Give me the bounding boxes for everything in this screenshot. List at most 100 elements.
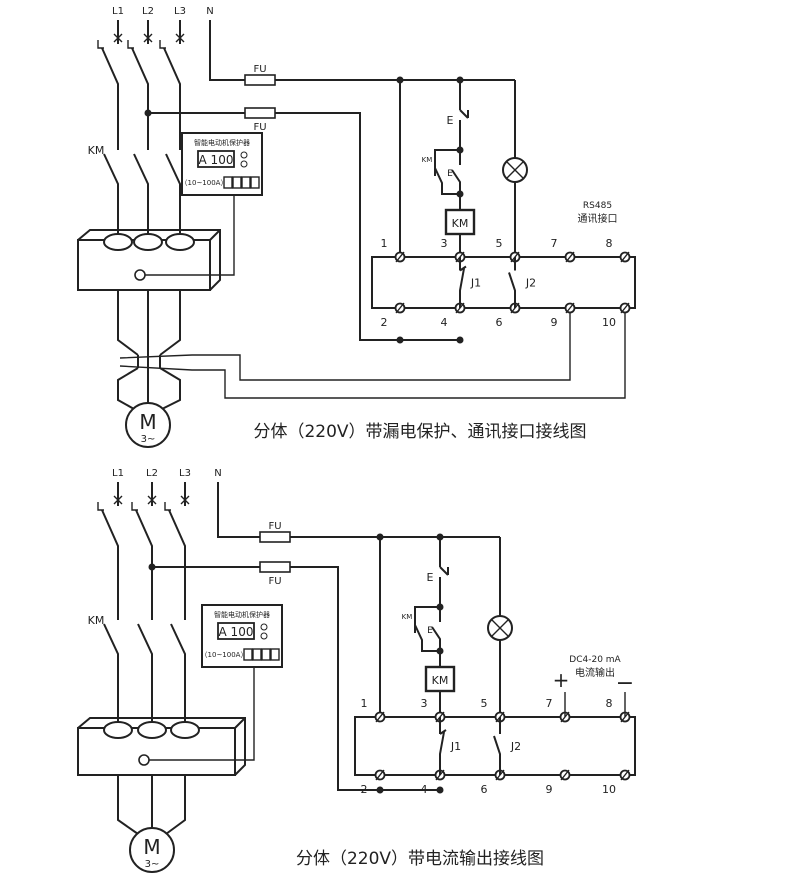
terminal-label-2: 2 — [361, 783, 368, 796]
terminal-slash — [620, 302, 630, 314]
interface-label: DC4-20 mA — [569, 655, 621, 665]
fuse-1 — [244, 74, 276, 86]
stop-button-e — [439, 537, 449, 607]
isolator-x-mark — [147, 495, 157, 505]
plus-sign: + — [553, 668, 570, 692]
km-main-contact — [165, 153, 181, 234]
motor-lead — [117, 775, 186, 835]
minus-sign: − — [616, 671, 634, 696]
relay-j2-label: J2 — [525, 277, 536, 290]
protector-display — [197, 150, 235, 168]
motor-lead — [117, 355, 181, 410]
ct-window — [170, 721, 200, 739]
relay-j2-contact — [493, 717, 501, 775]
terminal-slash — [375, 711, 385, 723]
terminal-label-4: 4 — [421, 783, 428, 796]
isolator-blade — [101, 47, 119, 150]
motor-label: M — [143, 835, 160, 859]
terminal-label-1: 1 — [381, 237, 388, 250]
start-button-label: E — [447, 169, 453, 179]
terminal-label-3: 3 — [421, 697, 428, 710]
isolator-x-mark — [180, 495, 190, 505]
junction-dot — [436, 786, 444, 794]
protector-display-value: A 100 — [219, 625, 254, 639]
relay-j1-label: J1 — [470, 277, 481, 290]
terminal-label-6: 6 — [481, 783, 488, 796]
relay-j1-label: J1 — [450, 740, 461, 753]
fuse-2-label: FU — [268, 576, 281, 587]
protector-key — [252, 648, 262, 661]
ct-window — [133, 233, 163, 251]
isolator-hook — [164, 502, 171, 511]
fuse-1-label: FU — [253, 64, 266, 75]
fuse-2 — [244, 107, 276, 119]
motor-label: M — [139, 410, 156, 434]
indicator-led — [260, 623, 268, 631]
terminal-label-1: 1 — [361, 697, 368, 710]
neutral-label: N — [214, 468, 221, 479]
lamp-cross — [506, 161, 524, 179]
isolator-blade — [131, 47, 149, 150]
km-coil — [444, 208, 476, 236]
stop-button-e — [459, 80, 469, 150]
indicator-led — [240, 160, 248, 168]
terminal-label-8: 8 — [606, 237, 613, 250]
protector-key — [241, 176, 251, 189]
protector-key — [250, 176, 260, 189]
protector-name: 智能电动机保护器 — [214, 610, 270, 619]
km-main-contact — [170, 623, 186, 722]
protector-key — [243, 648, 253, 661]
diagram-title: 分体（220V）带漏电保护、通讯接口接线图 — [253, 422, 586, 442]
relay-j2-contact — [508, 257, 516, 308]
terminal-slash — [620, 251, 630, 263]
interface-label-2: 电流输出 — [575, 666, 615, 679]
junction-dot — [376, 786, 384, 794]
protector-display — [217, 622, 255, 640]
terminal-slash — [395, 302, 405, 314]
isolator-x-mark — [113, 495, 123, 505]
ct-to-protector-wire — [145, 195, 235, 276]
junction-dot — [456, 336, 464, 344]
fuse-1 — [259, 531, 291, 543]
terminal-label-2: 2 — [381, 316, 388, 329]
junction-dot — [396, 336, 404, 344]
terminal-slash — [565, 251, 575, 263]
isolator-hook — [97, 502, 104, 511]
terminal-label-6: 6 — [496, 316, 503, 329]
phase-label-2: L2 — [146, 468, 158, 479]
motor-phase-label: 3~ — [141, 434, 156, 445]
motor-lead — [117, 290, 181, 403]
relay-j1-contact — [459, 257, 467, 308]
current-output-leads — [564, 692, 626, 717]
ct-window — [137, 721, 167, 739]
fuse-2-line — [152, 566, 440, 791]
phase-label-2: L2 — [142, 6, 154, 17]
ct-window — [103, 721, 133, 739]
terminal-label-7: 7 — [546, 697, 553, 710]
terminal-slash — [560, 769, 570, 781]
leakage-wire-a — [119, 312, 571, 381]
relay-j2-label: J2 — [510, 740, 521, 753]
protector-range: （10~100A） — [181, 179, 228, 187]
isolator-x-mark — [113, 33, 123, 43]
km-main-contact — [103, 153, 119, 234]
km-coil-label: KM — [432, 674, 449, 687]
neutral-line — [217, 482, 500, 538]
isolator-x-mark — [143, 33, 153, 43]
start-button-and-km-hold — [414, 606, 441, 652]
neutral-line — [209, 20, 515, 81]
isolator-blade — [163, 47, 181, 150]
phase-label-1: L1 — [112, 468, 124, 479]
ct-window — [103, 233, 133, 251]
indicator-led — [240, 151, 248, 159]
fuse-1-label: FU — [268, 521, 281, 532]
terminal-slash — [395, 251, 405, 263]
km-main-contact — [103, 623, 119, 722]
fuse-2 — [259, 561, 291, 573]
protector-key — [223, 176, 233, 189]
protector-key — [261, 648, 271, 661]
protector-key — [270, 648, 280, 661]
stop-button-label: E — [447, 114, 454, 127]
terminal-label-10: 10 — [602, 783, 616, 796]
